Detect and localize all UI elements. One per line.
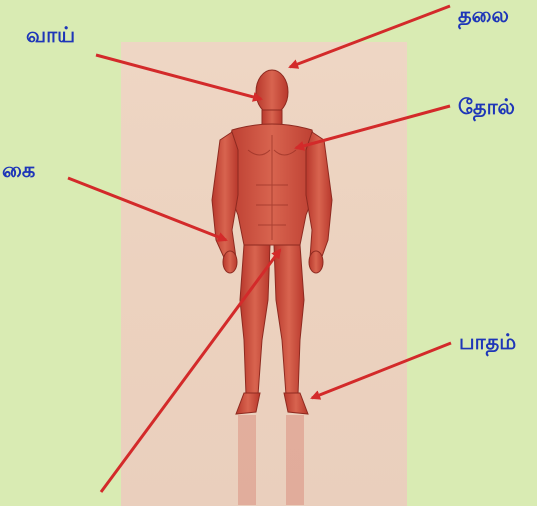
figure-arm-left xyxy=(212,132,238,262)
arrow-head xyxy=(290,6,450,67)
figure-foot-right xyxy=(284,393,308,414)
label-skin: தோல் xyxy=(458,97,515,118)
figure-arm-right xyxy=(306,132,332,262)
figure-foot-left xyxy=(236,393,260,414)
arrow-skin xyxy=(296,106,450,148)
figure-leg-right xyxy=(274,245,304,395)
figure-hand-right xyxy=(309,251,323,273)
label-hand: கை xyxy=(2,160,35,181)
human-muscle-figure xyxy=(212,70,332,414)
arrow-hand xyxy=(68,178,226,240)
label-head: தலை xyxy=(458,5,509,26)
figure-head xyxy=(256,70,288,114)
label-mouth: வாய் xyxy=(26,25,75,46)
figure-reflection xyxy=(238,415,304,505)
arrow-foot xyxy=(312,343,451,398)
label-foot: பாதம் xyxy=(459,332,516,353)
figure-hand-left xyxy=(223,251,237,273)
arrow-mouth xyxy=(96,55,261,99)
